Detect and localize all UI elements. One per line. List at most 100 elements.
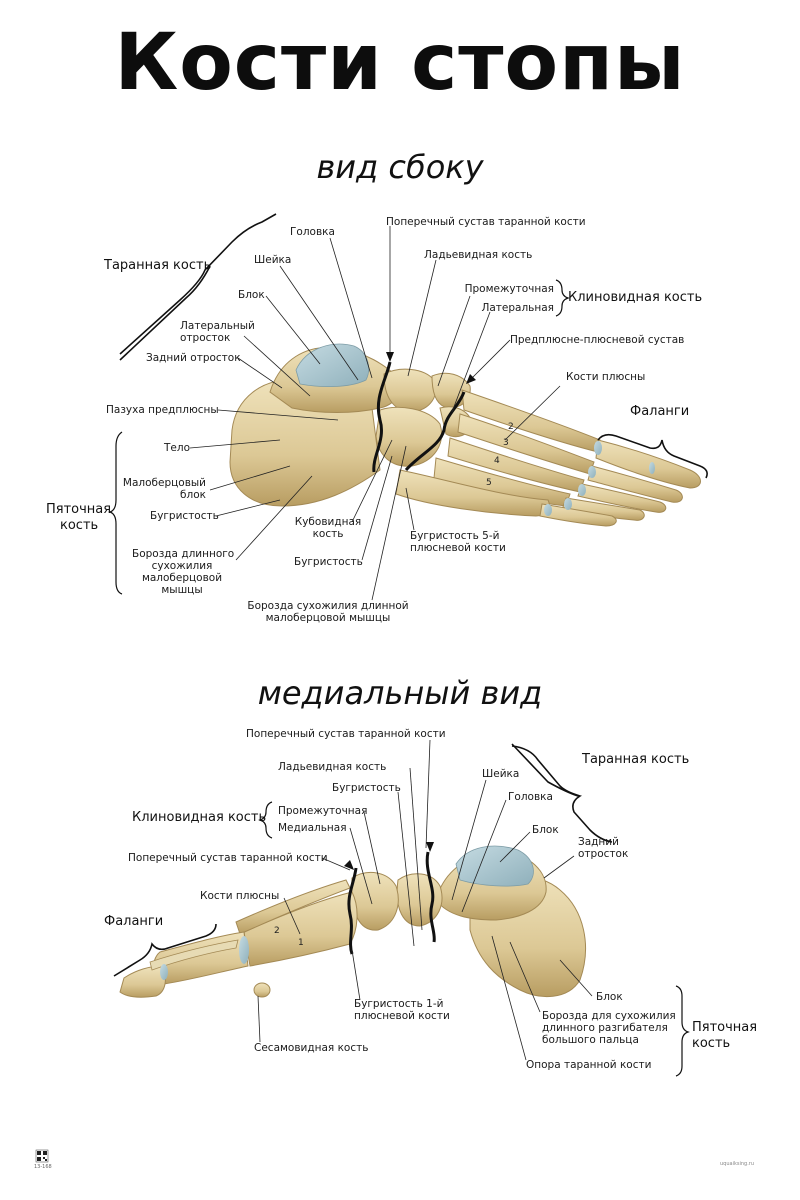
lateral-label-neck: Шейка xyxy=(254,254,292,266)
medial-tarsometatarsal-joint xyxy=(347,867,358,955)
lateral-subtitle: вид сбоку xyxy=(316,148,484,186)
medial-label-tuberosity: Бугристость xyxy=(332,782,401,794)
medial-brace-cuneiform xyxy=(258,801,273,839)
lateral-label-navicular: Ладьевидная кость xyxy=(424,249,533,261)
lateral-tarsometatarsal-joint xyxy=(404,391,466,471)
lateral-label-head: Головка xyxy=(290,226,335,238)
medial-label-neck: Шейка xyxy=(482,768,520,780)
medial-toes-lesser xyxy=(149,939,239,971)
lateral-label-groove-peroneus-1: Борозда сухожилия длинной xyxy=(247,600,409,612)
lateral-label-tuberosity: Бугристость xyxy=(150,510,219,522)
page-title: Кости стопы xyxy=(114,18,686,108)
lateral-label-groove-3: малоберцовой xyxy=(141,572,223,584)
medial-metatarsal-number: 1 xyxy=(298,938,304,948)
medial-trochlea-cartilage xyxy=(455,845,534,887)
lateral-label-5th-tuberosity-1: Бугристость 5-й xyxy=(410,530,500,542)
lateral-label-lateral-cuneiform: Латеральная xyxy=(481,302,554,314)
lateral-navicular xyxy=(383,368,437,413)
medial-sesamoid xyxy=(253,982,271,998)
lateral-brace-talus-2 xyxy=(119,265,211,361)
lateral-metatarsal-number: 2 xyxy=(508,422,514,432)
medial-label-posterior-process-1: Задний xyxy=(578,836,619,848)
medial-label-metatarsals: Кости плюсны xyxy=(200,890,280,902)
lateral-phalanges-3 xyxy=(577,483,667,513)
medial-label-sustentaculum: Опора таранной кости xyxy=(526,1059,652,1071)
medial-group-talus: Таранная кость xyxy=(582,752,690,767)
lateral-trochlea-cartilage xyxy=(295,343,370,388)
lateral-label-lateral-process-1: Латеральный xyxy=(180,320,255,332)
medial-group-phalanges: Фаланги xyxy=(104,914,164,929)
medial-cuneiform xyxy=(351,871,399,931)
medial-label-1st-tuberosity-1: Бугристость 1-й xyxy=(354,998,444,1010)
medial-phalanx-distal xyxy=(119,965,166,998)
lateral-metatarsal-number: 5 xyxy=(486,478,492,488)
lateral-phalanges-2 xyxy=(587,465,683,503)
medial-label-1st-tuberosity-2: плюсневой кости xyxy=(354,1010,450,1022)
medial-label-transverse-joint-top: Поперечный сустав таранной кости xyxy=(246,728,446,740)
medial-leader-lines xyxy=(257,739,593,1061)
website-link[interactable]: uquaiksing.ru xyxy=(720,1161,755,1167)
lateral-label-groove-peroneus-2: малоберцовой мышцы xyxy=(265,612,391,624)
medial-label-medial-cuneiform: Медиальная xyxy=(278,822,347,834)
lateral-group-calcaneus-1: Пяточная xyxy=(46,502,112,517)
lateral-leader-lines xyxy=(189,226,561,601)
qr-code xyxy=(35,1149,49,1163)
lateral-cuboid xyxy=(375,406,442,467)
medial-label-groove-2: длинного разгибателя xyxy=(542,1022,668,1034)
lateral-label-lateral-process-2: отросток xyxy=(180,332,231,344)
lateral-transverse-tarsal-joint xyxy=(372,361,392,473)
lateral-label-peroneal-1: Малоберцовый xyxy=(122,477,206,489)
lateral-label-intermediate: Промежуточная xyxy=(464,283,554,295)
medial-label-trochlea: Блок xyxy=(532,824,559,836)
lateral-brace-cuneiform xyxy=(555,279,570,317)
medial-group-calcaneus-1: Пяточная xyxy=(692,1020,758,1035)
medial-brace-talus-2 xyxy=(511,743,579,797)
medial-label-groove-1: Борозда для сухожилия xyxy=(542,1010,676,1022)
medial-label-trochlea-2: Блок xyxy=(596,991,623,1003)
lateral-label-tuberosity-cuboid: Бугристость xyxy=(294,556,363,568)
medial-metatarsal-1 xyxy=(243,891,358,967)
lateral-phalanges-1 xyxy=(595,439,701,489)
medial-brace-calcaneus xyxy=(675,985,690,1077)
lateral-brace-talus xyxy=(119,213,277,355)
lateral-label-groove-2: сухожилия xyxy=(151,560,213,572)
lateral-label-sinus-tarsi: Пазуха предплюсны xyxy=(106,404,219,416)
medial-label-transverse-joint-left: Поперечный сустав таранной кости xyxy=(128,852,328,864)
lateral-brace-calcaneus xyxy=(108,431,123,595)
lateral-foot-drawing xyxy=(229,343,701,527)
medial-label-posterior-process-2: отросток xyxy=(578,848,629,860)
lateral-label-5th-tuberosity-2: плюсневой кости xyxy=(410,542,506,554)
lateral-group-cuneiform: Клиновидная кость xyxy=(568,290,703,305)
lateral-metatarsal-number: 3 xyxy=(503,438,509,448)
medial-group-calcaneus-2: кость xyxy=(692,1036,731,1051)
lateral-label-tarsometatarsal: Предплюсне-плюсневой сустав xyxy=(510,334,685,346)
lateral-label-metatarsals: Кости плюсны xyxy=(566,371,646,383)
medial-label-groove-3: большого пальца xyxy=(542,1034,639,1046)
lateral-brace-phalanges xyxy=(597,433,708,479)
medial-label-sesamoid: Сесамовидная кость xyxy=(254,1042,369,1054)
lateral-label-trochlea: Блок xyxy=(238,289,265,301)
medial-metatarsal-number: 2 xyxy=(274,926,280,936)
lateral-label-transverse-joint: Поперечный сустав таранной кости xyxy=(386,216,586,228)
lateral-label-groove-1: Борозда длинного xyxy=(132,548,235,560)
medial-transverse-tarsal-joint xyxy=(425,851,436,943)
medial-foot-drawing xyxy=(119,845,586,998)
lateral-label-body: Тело xyxy=(164,442,191,454)
medial-label-intermediate: Промежуточная xyxy=(278,805,368,817)
medial-group-cuneiform: Клиновидная кость xyxy=(132,810,267,825)
lateral-group-phalanges: Фаланги xyxy=(630,404,690,419)
lateral-label-cuboid-2: кость xyxy=(312,528,344,540)
product-code: 13-168 xyxy=(34,1164,52,1170)
lateral-label-posterior-process: Задний отросток xyxy=(146,352,241,364)
lateral-group-calcaneus-2: кость xyxy=(60,518,99,533)
lateral-label-peroneal-2: блок xyxy=(180,489,206,501)
lateral-metatarsal-number: 4 xyxy=(494,456,500,466)
medial-brace-talus xyxy=(511,745,613,843)
medial-label-head: Головка xyxy=(508,791,553,803)
medial-subtitle: медиальный вид xyxy=(257,674,543,712)
medial-label-navicular: Ладьевидная кость xyxy=(278,761,387,773)
lateral-phalanges-5 xyxy=(539,503,617,527)
lateral-label-cuboid-1: Кубовидная xyxy=(294,516,362,528)
lateral-label-groove-4: мышцы xyxy=(161,584,203,596)
